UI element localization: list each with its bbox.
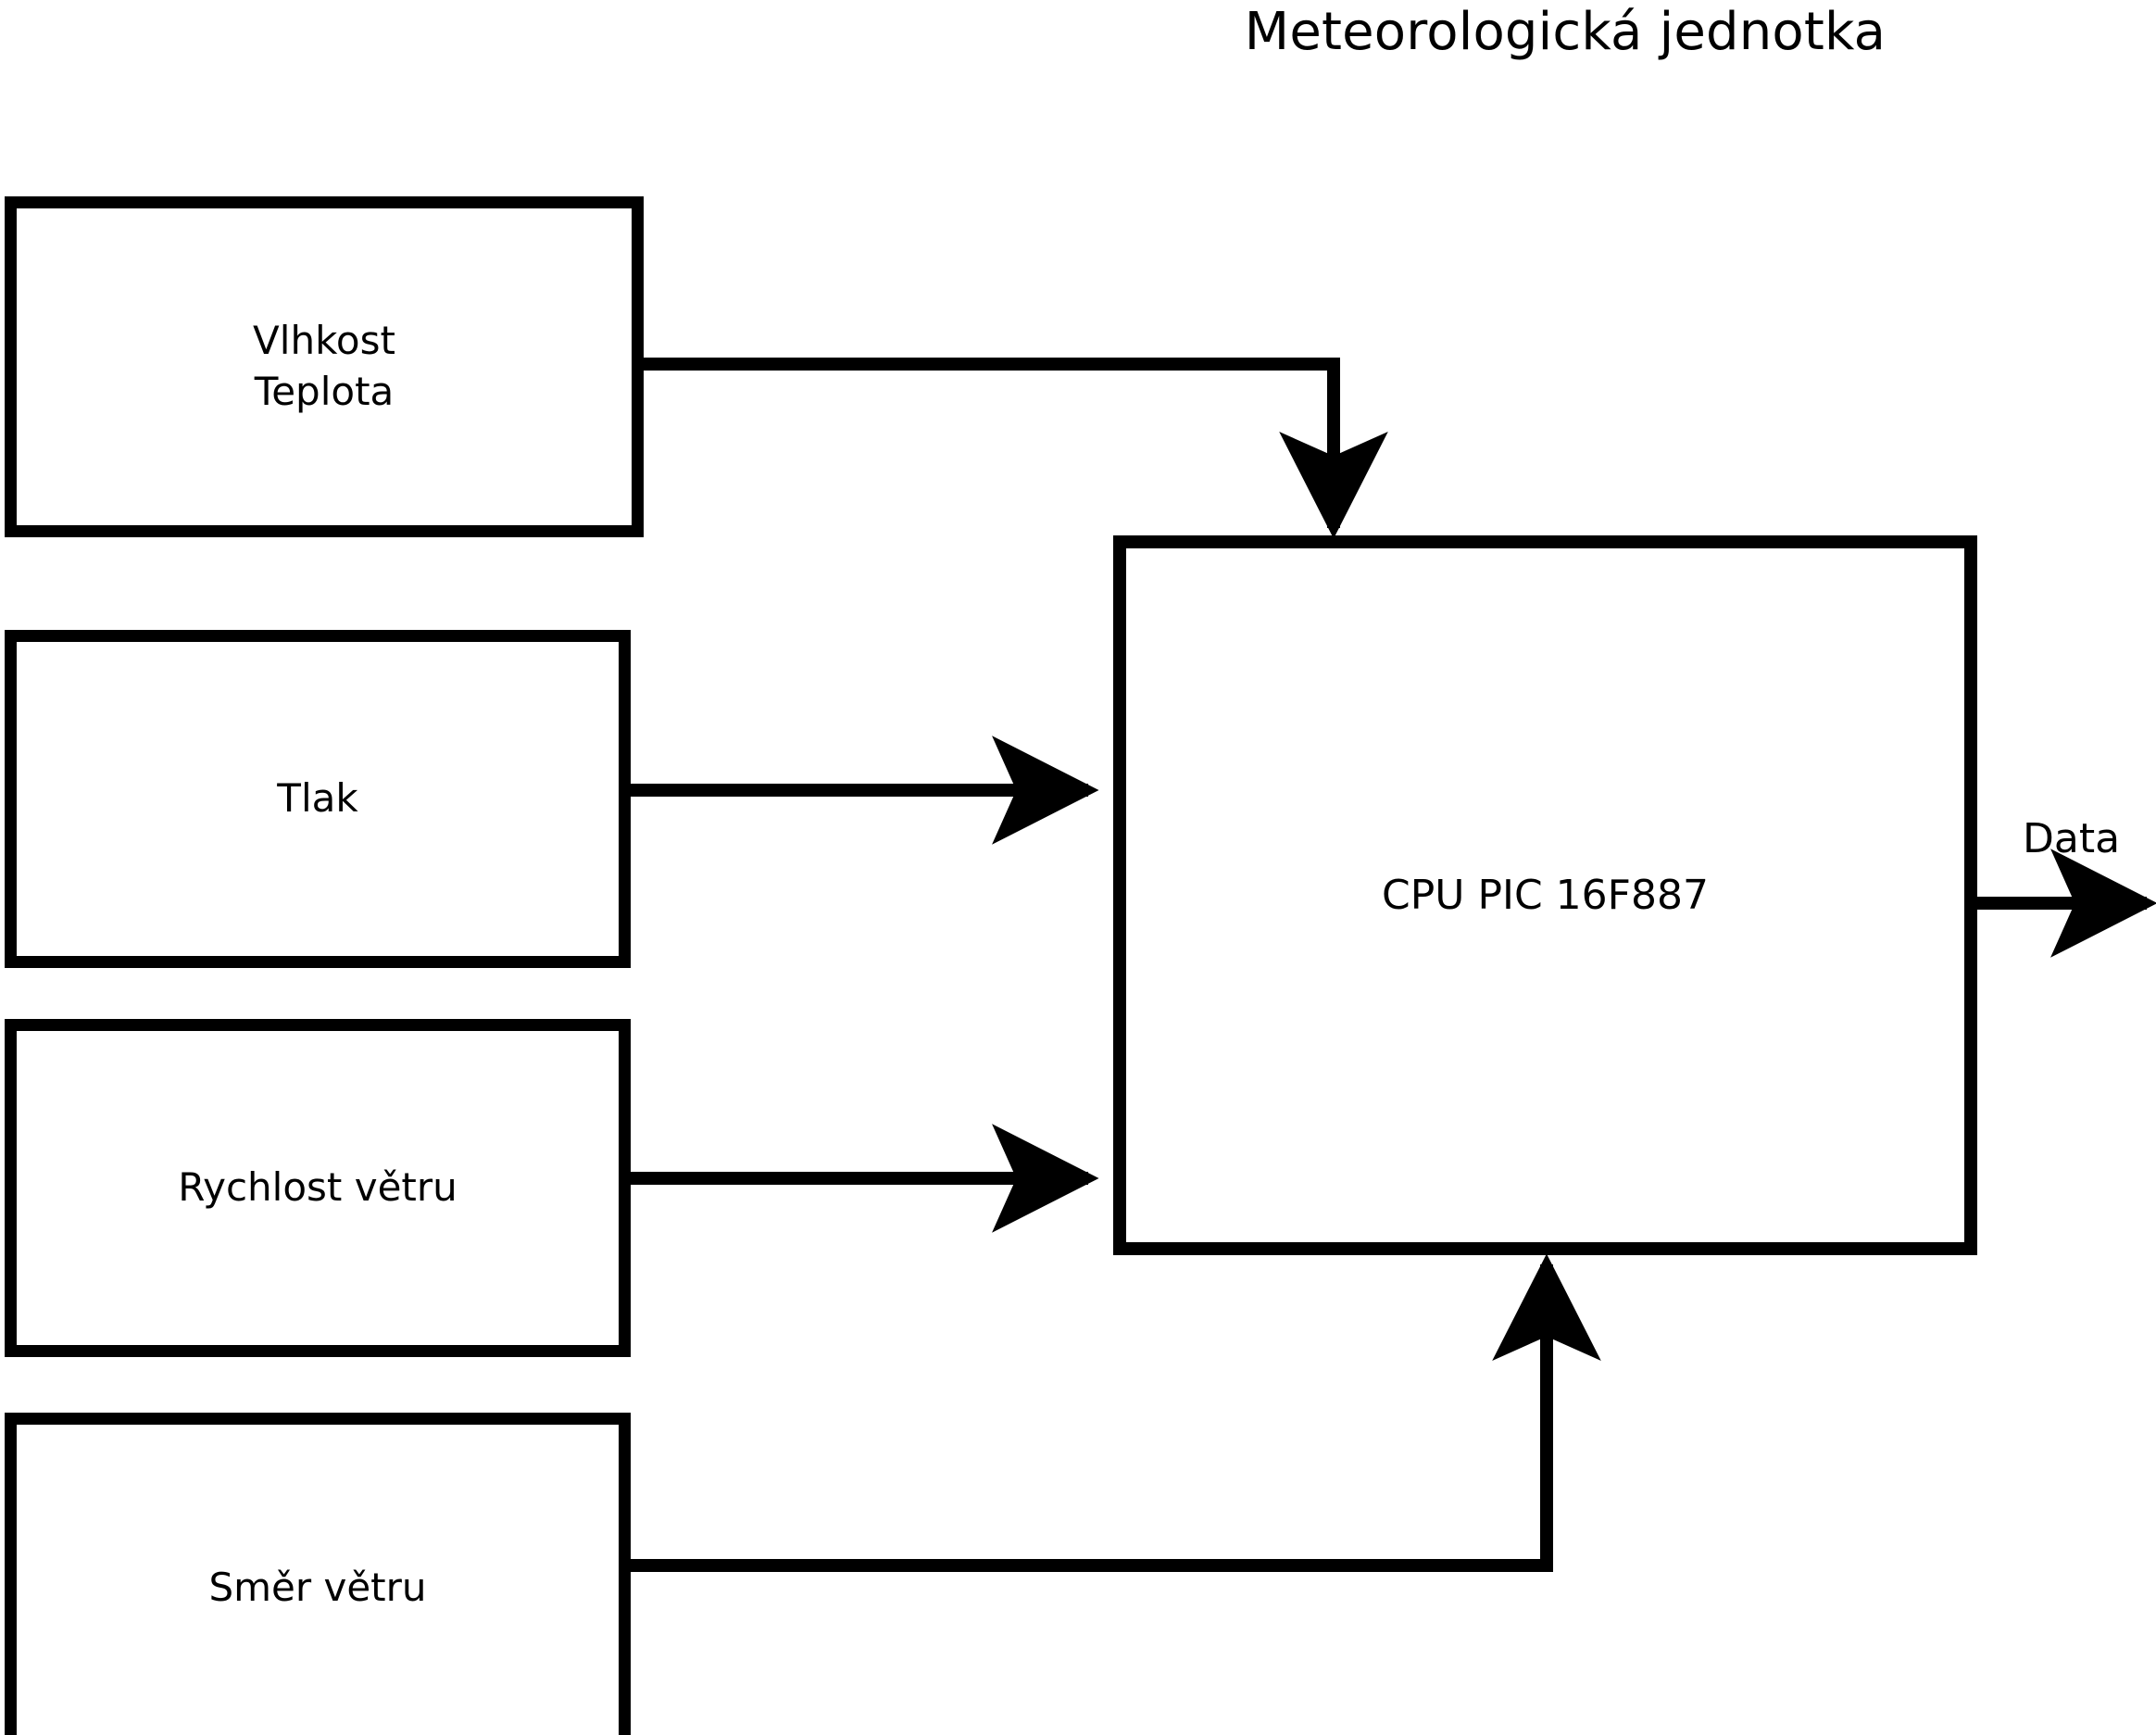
node-pressure-label: Tlak <box>277 775 358 822</box>
node-wind-speed[interactable]: Rychlost větru <box>5 1019 631 1357</box>
node-wind-direction-label: Směr větru <box>208 1564 427 1610</box>
page-title-wrap: Meteorologická jednotka <box>1130 2 2000 62</box>
edge-label-data: Data <box>2023 815 2121 862</box>
node-wind-speed-label: Rychlost větru <box>178 1164 458 1211</box>
edge-winddir-to-cpu <box>631 1253 1601 1572</box>
node-humidity-temperature-label: Vlhkost Teplota <box>253 318 395 414</box>
page-title: Meteorologická jednotka <box>1244 2 1886 62</box>
node-cpu-label: CPU PIC 16F887 <box>1382 871 1709 919</box>
node-wind-direction[interactable]: Směr větru <box>5 1413 631 1735</box>
edge-humidity-to-cpu <box>631 358 1388 539</box>
node-cpu[interactable]: CPU PIC 16F887 <box>1113 535 1977 1255</box>
node-pressure[interactable]: Tlak <box>5 630 631 968</box>
node-humidity-temperature[interactable]: Vlhkost Teplota <box>5 196 644 537</box>
